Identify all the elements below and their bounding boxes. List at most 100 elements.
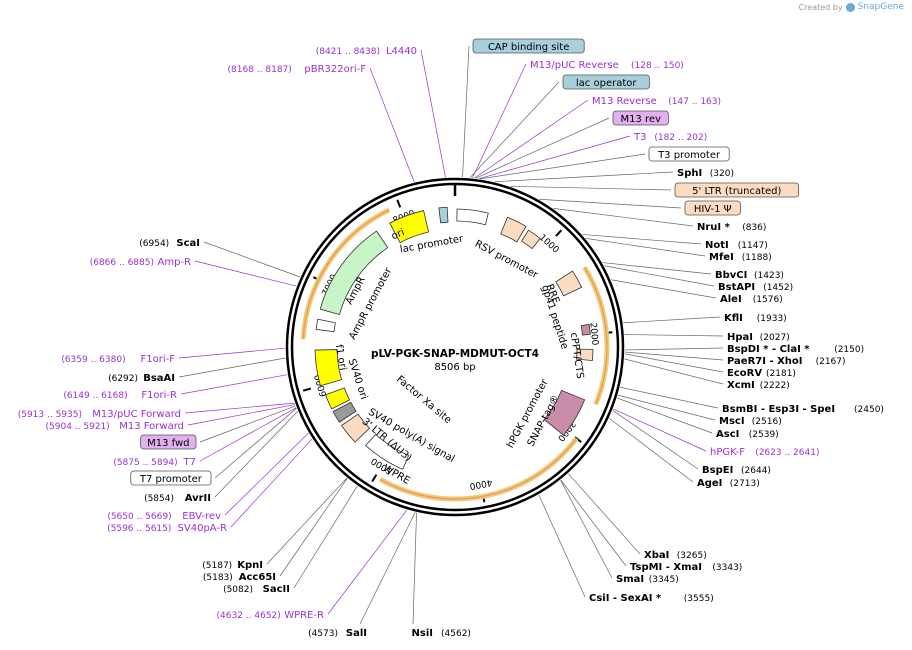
label-scai-leader (203, 241, 301, 278)
label-noti-group: NotI(1147) (705, 240, 768, 251)
tick-label-2000: 2000 (587, 322, 599, 346)
label-f1ori-r-group: F1ori-R(6149 .. 6168) (63, 390, 177, 401)
label-pbr322ori-f-leader (369, 67, 415, 183)
label-hpgk-f-leader (613, 408, 707, 452)
label-sali-group: (4573)SalI (308, 628, 367, 639)
label-xcmi-position: (2222) (760, 381, 790, 391)
label-m13-forward-position: (5904 .. 5921) (46, 422, 110, 432)
label-agei-leader (609, 418, 694, 483)
label-ecorv: EcoRV (727, 368, 762, 379)
orf-arc-snap-line (379, 438, 577, 500)
label-cap-binding-site: CAP binding site (488, 42, 570, 53)
label-t3-promoter-group: T3 promoter (648, 146, 730, 162)
label-sacii: SacII (263, 584, 290, 595)
label-bbvci-group: BbvCI(1423) (715, 270, 784, 281)
label-scai: ScaI (176, 238, 200, 249)
label-f1ori-f-group: F1ori-F(6359 .. 6380) (61, 354, 175, 365)
label-t7-leader (199, 407, 297, 462)
label-kfli-group: KflI(1933) (724, 313, 787, 324)
label-m13-rev-group: M13 rev (612, 110, 669, 126)
label-m13-puc-forward: M13/pUC Forward (92, 409, 181, 420)
label-bspdi-clai: BspDI * - ClaI * (727, 344, 810, 355)
label-amp-r: Amp-R (158, 257, 192, 268)
label-5-ltr-truncated-group: 5' LTR (truncated) (674, 182, 799, 198)
label-hpai-position: (2027) (760, 333, 790, 343)
label-f1ori-r-position: (6149 .. 6168) (63, 391, 127, 401)
backbone-outer (285, 177, 625, 517)
label-bstapi-leader (604, 265, 715, 287)
label-avrii-leader (214, 411, 298, 498)
label-smai: SmaI (616, 574, 644, 585)
label-mfei: MfeI (709, 252, 734, 263)
label-bspei: BspEI (702, 465, 733, 476)
label-m13-forward-leader (187, 404, 296, 426)
label-xbai: XbaI (644, 550, 669, 561)
label-nsii-group: NsiI(4562) (412, 628, 471, 639)
label-bstapi-position: (1452) (763, 283, 793, 293)
feature-rre (555, 270, 583, 297)
label-msci-leader (617, 394, 716, 421)
label-bsaai-position: (6292) (108, 374, 138, 384)
label-xcmi-group: XcmI(2222) (727, 380, 790, 391)
label-asci: AscI (716, 429, 739, 440)
feature-lac (438, 206, 449, 224)
label-m13-reverse-leader (474, 99, 589, 179)
label-bsmbi-esp3i-spei-position: (2450) (854, 405, 884, 415)
label-agei-position: (2713) (730, 479, 760, 489)
label-ecorv-leader (624, 353, 724, 373)
snapgene-logo-icon (845, 2, 855, 12)
label-t7-promoter-group: T7 promoter (130, 470, 212, 486)
tick-mark-6000 (302, 387, 312, 392)
label-lac-operator-leader (469, 81, 560, 178)
label-pbr322ori-f-position: (8168 .. 8187) (228, 65, 292, 75)
label-acc65i-group: Acc65I(5183) (203, 572, 276, 583)
label-factor-xa: Factor Xa site (394, 374, 453, 426)
label-5-ltr-truncated-leader (510, 185, 672, 191)
label-sv40pa-r-group: SV40pA-R(5596 .. 5615) (107, 523, 227, 534)
feature-5-ltr (500, 216, 527, 243)
label-hpai-leader (624, 334, 724, 337)
feature-ampr (319, 230, 389, 316)
label-bsaai-group: BsaAI(6292) (108, 373, 175, 384)
label-tspmi-xmai: TspMI - XmaI (630, 562, 702, 573)
plasmid-name: pLV-PGK-SNAP-MDMUT-OCT4 (371, 348, 539, 360)
label-amp-r-leader (194, 260, 297, 287)
label-msci-position: (2516) (752, 417, 782, 427)
label-cap-binding-site-leader (462, 45, 470, 178)
label-sv40pa-r-position: (5596 .. 5615) (107, 524, 171, 534)
tick-mark-8000 (396, 199, 402, 208)
feature-3-ltr (340, 413, 371, 443)
label-m13-puc-reverse: M13/pUC Reverse (530, 60, 619, 71)
label-wpre-r-leader (327, 509, 408, 615)
tick-label-4000: 4000 (468, 477, 493, 491)
label-nrui-leader (553, 208, 694, 227)
label-kpni-leader (266, 477, 348, 565)
label-m13-puc-reverse-leader (472, 63, 527, 179)
label-alei-leader (611, 279, 717, 299)
label-ebv-rev-leader (224, 432, 309, 516)
label-wpre-r: WPRE-R (284, 610, 324, 621)
label-csii-sexai: CsiI - SexAI * (589, 593, 662, 604)
label-bsmbi-esp3i-spei-group: BsmBI - Esp3I - SpeI(2450) (722, 404, 884, 415)
label-sali-leader (359, 512, 416, 625)
feature-f1-ori (314, 349, 343, 387)
label-ecorv-position: (2181) (766, 369, 796, 379)
feature-cppt (580, 323, 591, 336)
label-m13-forward-group: M13 Forward(5904 .. 5921) (46, 421, 184, 432)
label-t3-position: (182 .. 202) (654, 133, 707, 143)
label-acc65i-position: (5183) (203, 573, 233, 583)
label-lac-operator: lac operator (576, 78, 637, 89)
label-kpni-position: (5187) (202, 561, 232, 571)
label-paer7i-xhoi: PaeR7I - XhoI (727, 356, 803, 367)
feature-hpgk-small (575, 348, 594, 362)
label-agei-group: AgeI(2713) (697, 478, 760, 489)
label-cap-binding-site-box (472, 38, 585, 54)
feature-ampr-promoter (315, 318, 336, 333)
label-l4440-group: L4440(8421 .. 8438) (316, 46, 417, 57)
label-bstapi-group: BstAPI(1452) (718, 282, 793, 293)
label-kfli: KflI (724, 313, 743, 324)
label-alei-position: (1576) (753, 295, 783, 305)
label-sacii-group: SacII(5082) (223, 584, 290, 595)
label-sali-position: (4573) (308, 629, 338, 639)
